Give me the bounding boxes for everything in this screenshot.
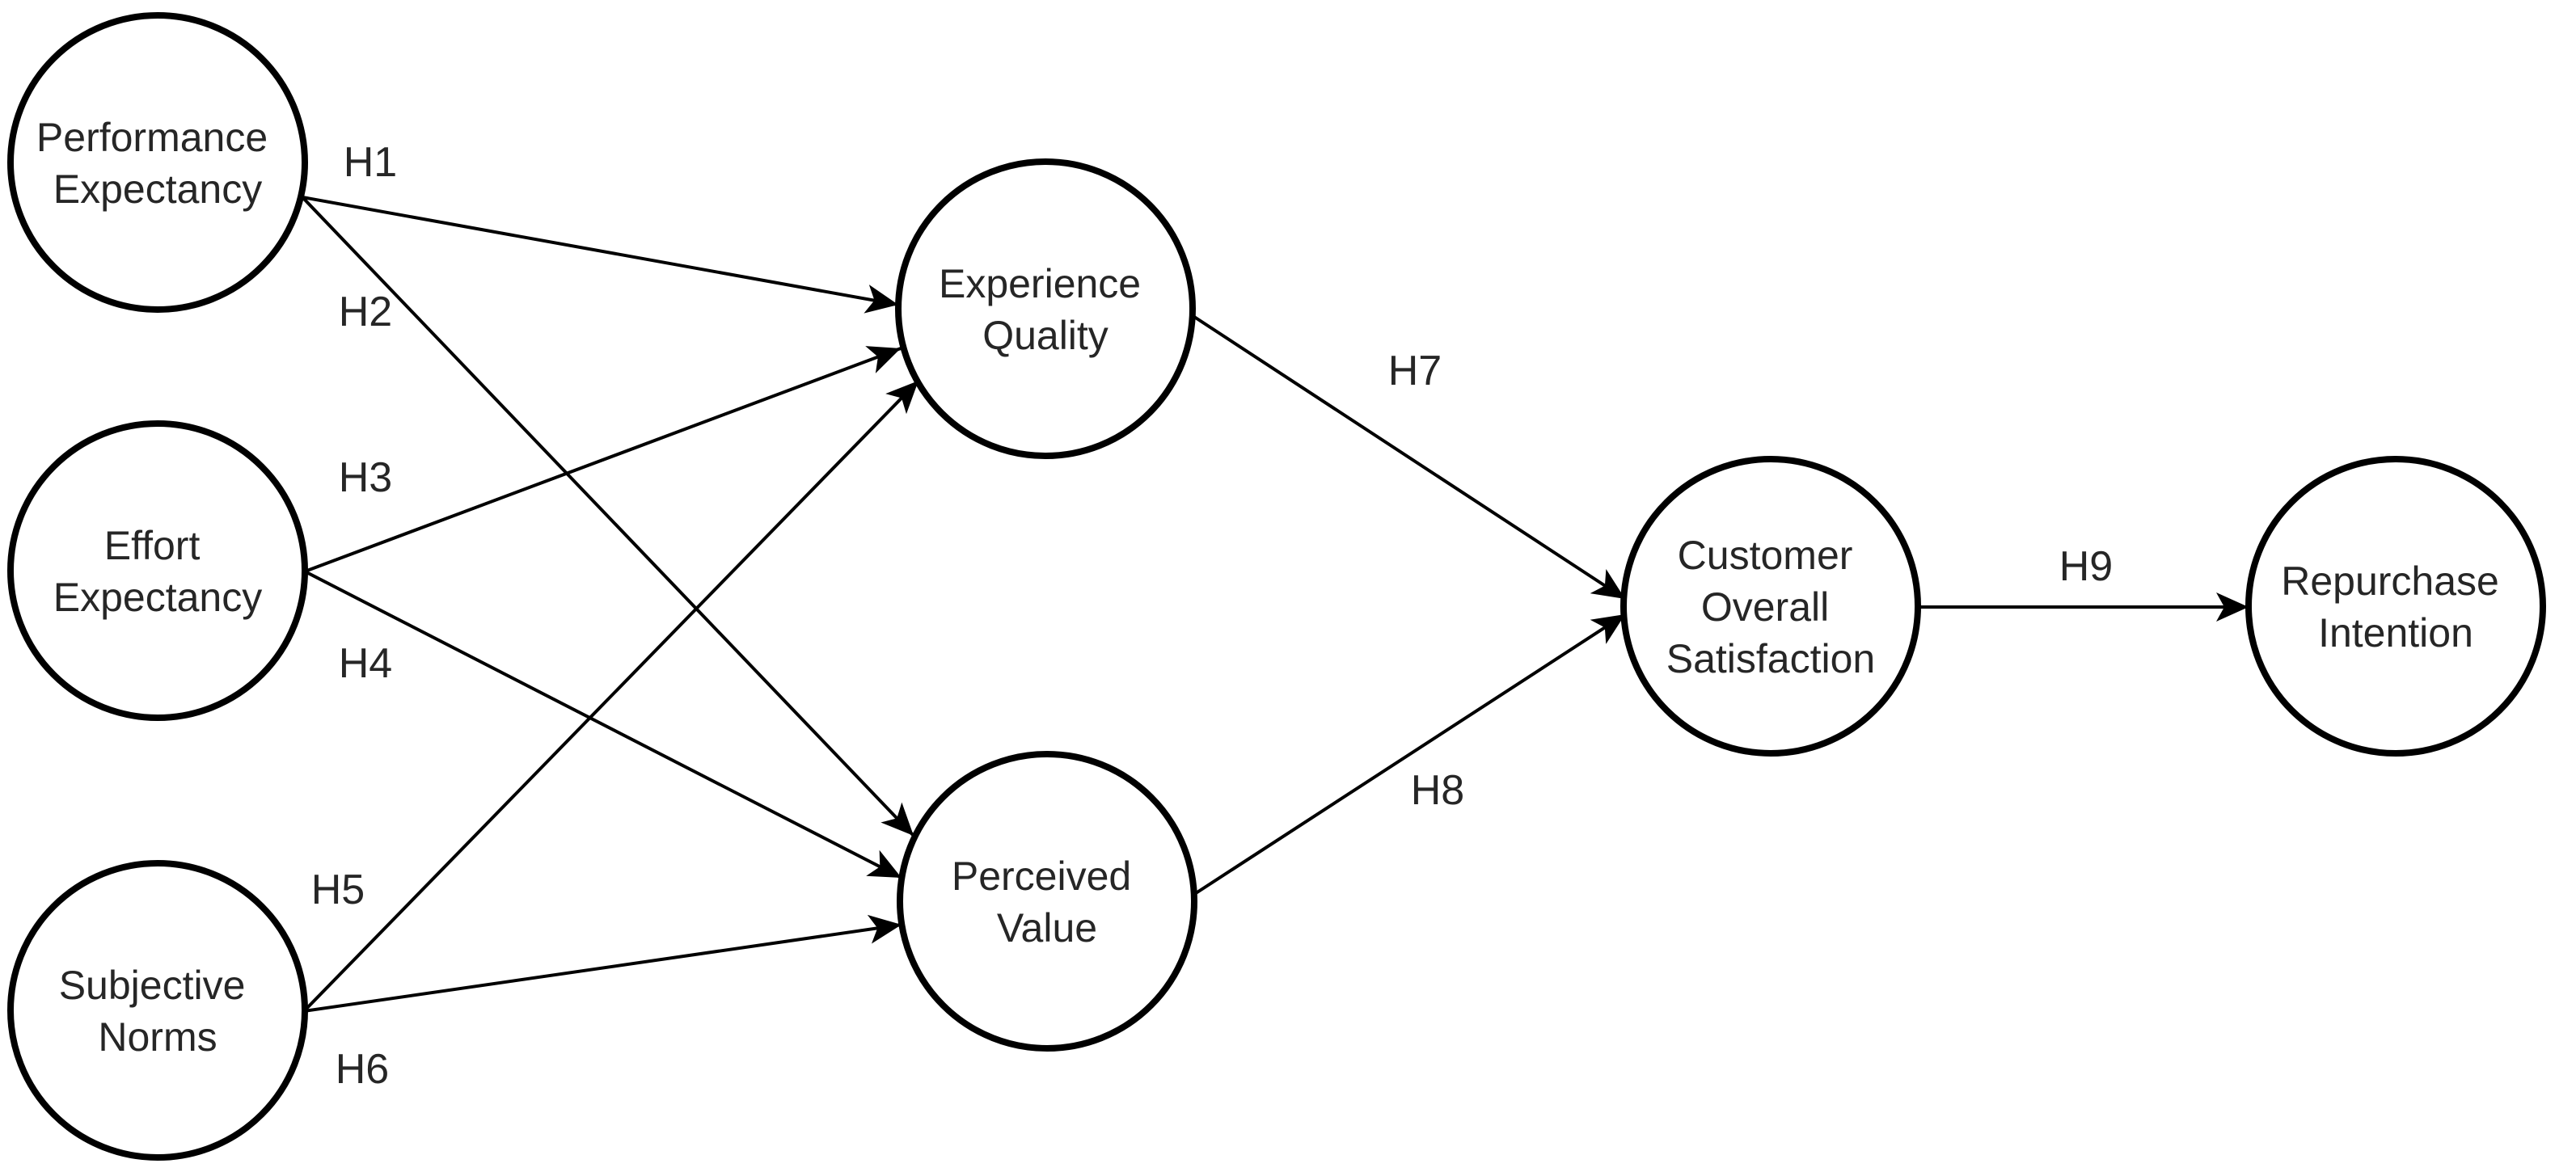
edge-h2-label: H2: [339, 289, 392, 335]
performance-expectancy-circle: [7, 12, 308, 313]
edge-h1-line: [302, 196, 899, 314]
repurchase-intention-circle: [2245, 456, 2546, 757]
edge-h1-label: H1: [344, 139, 397, 186]
nodes-layer: Performance Expectancy Effort Expectancy…: [7, 12, 2546, 1161]
node-performance-expectancy: Performance Expectancy: [7, 12, 308, 313]
repurchase-intention-label: Repurchase Intention: [2281, 559, 2511, 656]
edge-h3: H3: [304, 346, 902, 573]
customer-overall-satisfaction-label: Customer Overall Satisfaction: [1666, 533, 1875, 681]
edge-h2-line: [301, 196, 915, 837]
edge-h9: H9: [1918, 543, 2249, 622]
edge-h2: H2: [301, 196, 915, 837]
perceived-value-circle: [897, 751, 1197, 1052]
edge-h8-line: [1192, 613, 1627, 896]
edge-h8-label: H8: [1411, 767, 1464, 814]
node-subjective-norms: Subjective Norms: [7, 860, 308, 1161]
edge-h7: H7: [1190, 314, 1627, 601]
edge-h4-label: H4: [339, 640, 392, 687]
edge-h1: H1: [302, 139, 899, 314]
experience-quality-circle: [895, 158, 1196, 459]
edge-h5-line: [302, 379, 920, 1013]
edge-h4: H4: [304, 570, 902, 879]
edge-h3-line: [304, 346, 902, 573]
edges-layer: H1 H2 H3 H4 H5 H6: [301, 139, 2249, 1093]
edge-h4-line: [304, 570, 902, 879]
subjective-norms-circle: [7, 860, 308, 1161]
node-customer-overall-satisfaction: Customer Overall Satisfaction: [1620, 456, 1921, 757]
experience-quality-label: Experience Quality: [939, 261, 1152, 358]
edge-h6-line: [303, 914, 902, 1013]
node-experience-quality: Experience Quality: [895, 158, 1196, 459]
node-effort-expectancy: Effort Expectancy: [7, 420, 308, 721]
edge-h7-label: H7: [1388, 348, 1442, 394]
edge-h6: H6: [303, 914, 902, 1093]
edge-h8: H8: [1192, 613, 1627, 896]
edge-h7-line: [1190, 314, 1627, 601]
effort-expectancy-label: Effort Expectancy: [53, 523, 262, 620]
customer-overall-satisfaction-circle: [1620, 456, 1921, 757]
subjective-norms-label: Subjective Norms: [59, 963, 257, 1060]
performance-expectancy-label: Performance Expectancy: [36, 115, 279, 212]
edge-h5: H5: [302, 379, 920, 1013]
node-repurchase-intention: Repurchase Intention: [2245, 456, 2546, 757]
edge-h9-label: H9: [2059, 543, 2113, 590]
effort-expectancy-circle: [7, 420, 308, 721]
edge-h5-label: H5: [311, 866, 365, 913]
perceived-value-label: Perceived Value: [952, 854, 1142, 951]
edge-h6-label: H6: [336, 1046, 389, 1093]
edge-h3-label: H3: [339, 454, 392, 501]
node-perceived-value: Perceived Value: [897, 751, 1197, 1052]
